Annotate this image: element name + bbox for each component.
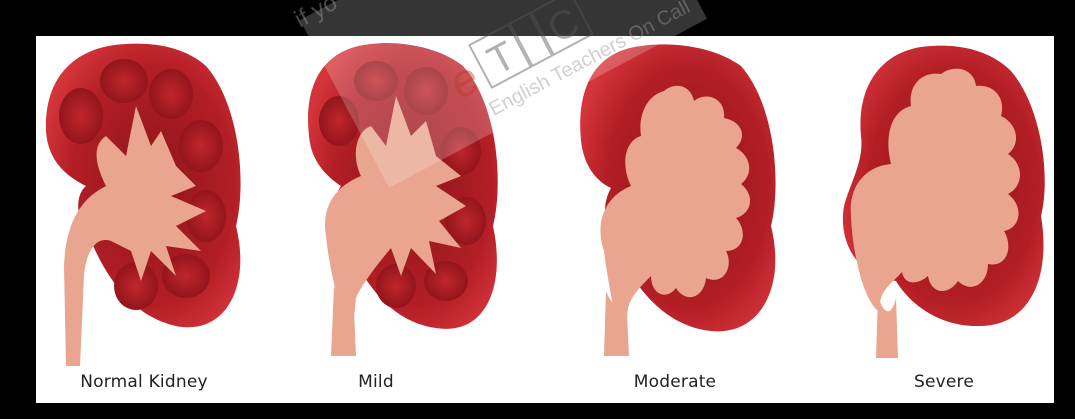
- normal-kidney-illustration: [46, 44, 241, 366]
- diagram-panel: Normal Kidney Mild Moderate Severe: [36, 36, 1054, 403]
- moderate-label: Moderate: [565, 372, 785, 392]
- mild-kidney-illustration: [308, 43, 498, 356]
- mild-label: Mild: [266, 372, 486, 392]
- moderate-kidney-illustration: [580, 44, 775, 356]
- kidney-illustrations: [36, 36, 1054, 403]
- normal-kidney-label: Normal Kidney: [34, 372, 254, 392]
- severe-kidney-illustration: [843, 46, 1045, 358]
- severe-label: Severe: [834, 372, 1054, 392]
- watermark-partial-text: if yo: [290, 0, 342, 33]
